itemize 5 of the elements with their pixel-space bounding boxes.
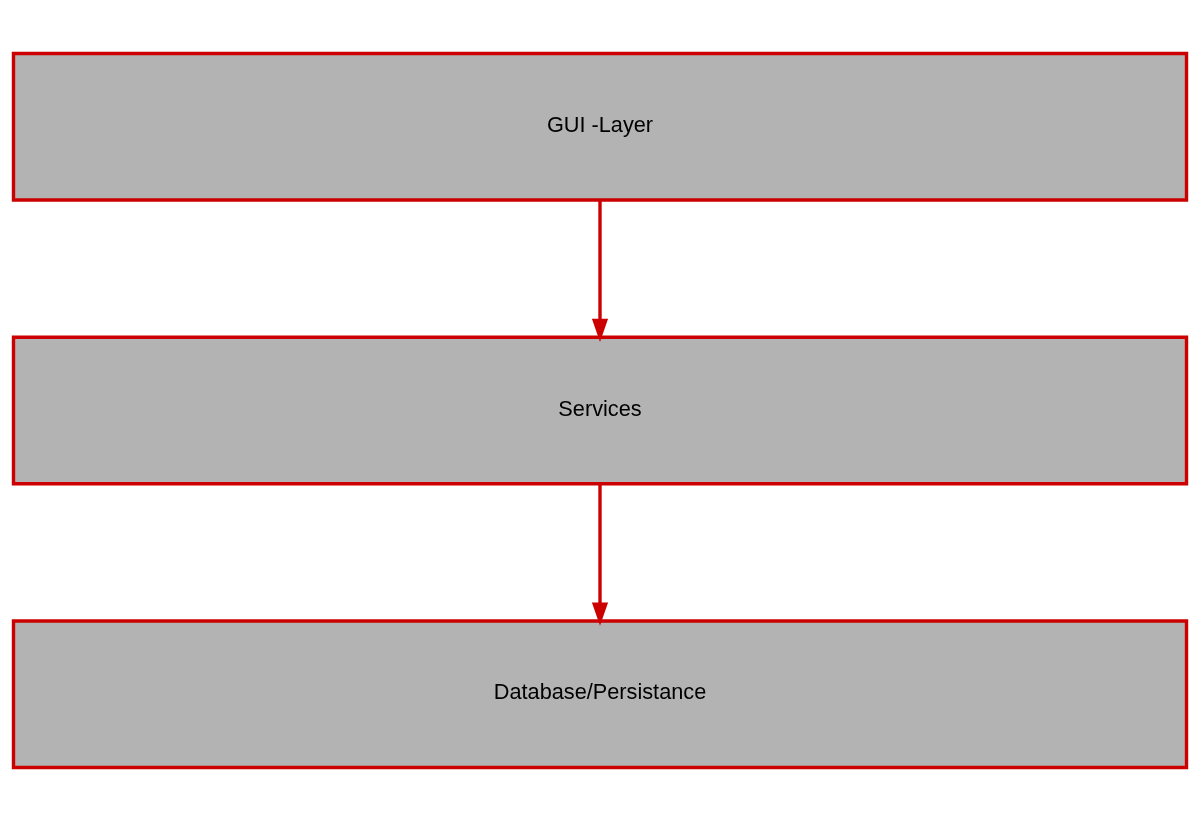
node-box: GUI -Layer	[11, 51, 1189, 202]
node-box: Database/Persistance	[11, 618, 1189, 769]
node-box: Services	[11, 335, 1189, 485]
arrow	[591, 199, 609, 342]
arrow	[591, 483, 609, 626]
